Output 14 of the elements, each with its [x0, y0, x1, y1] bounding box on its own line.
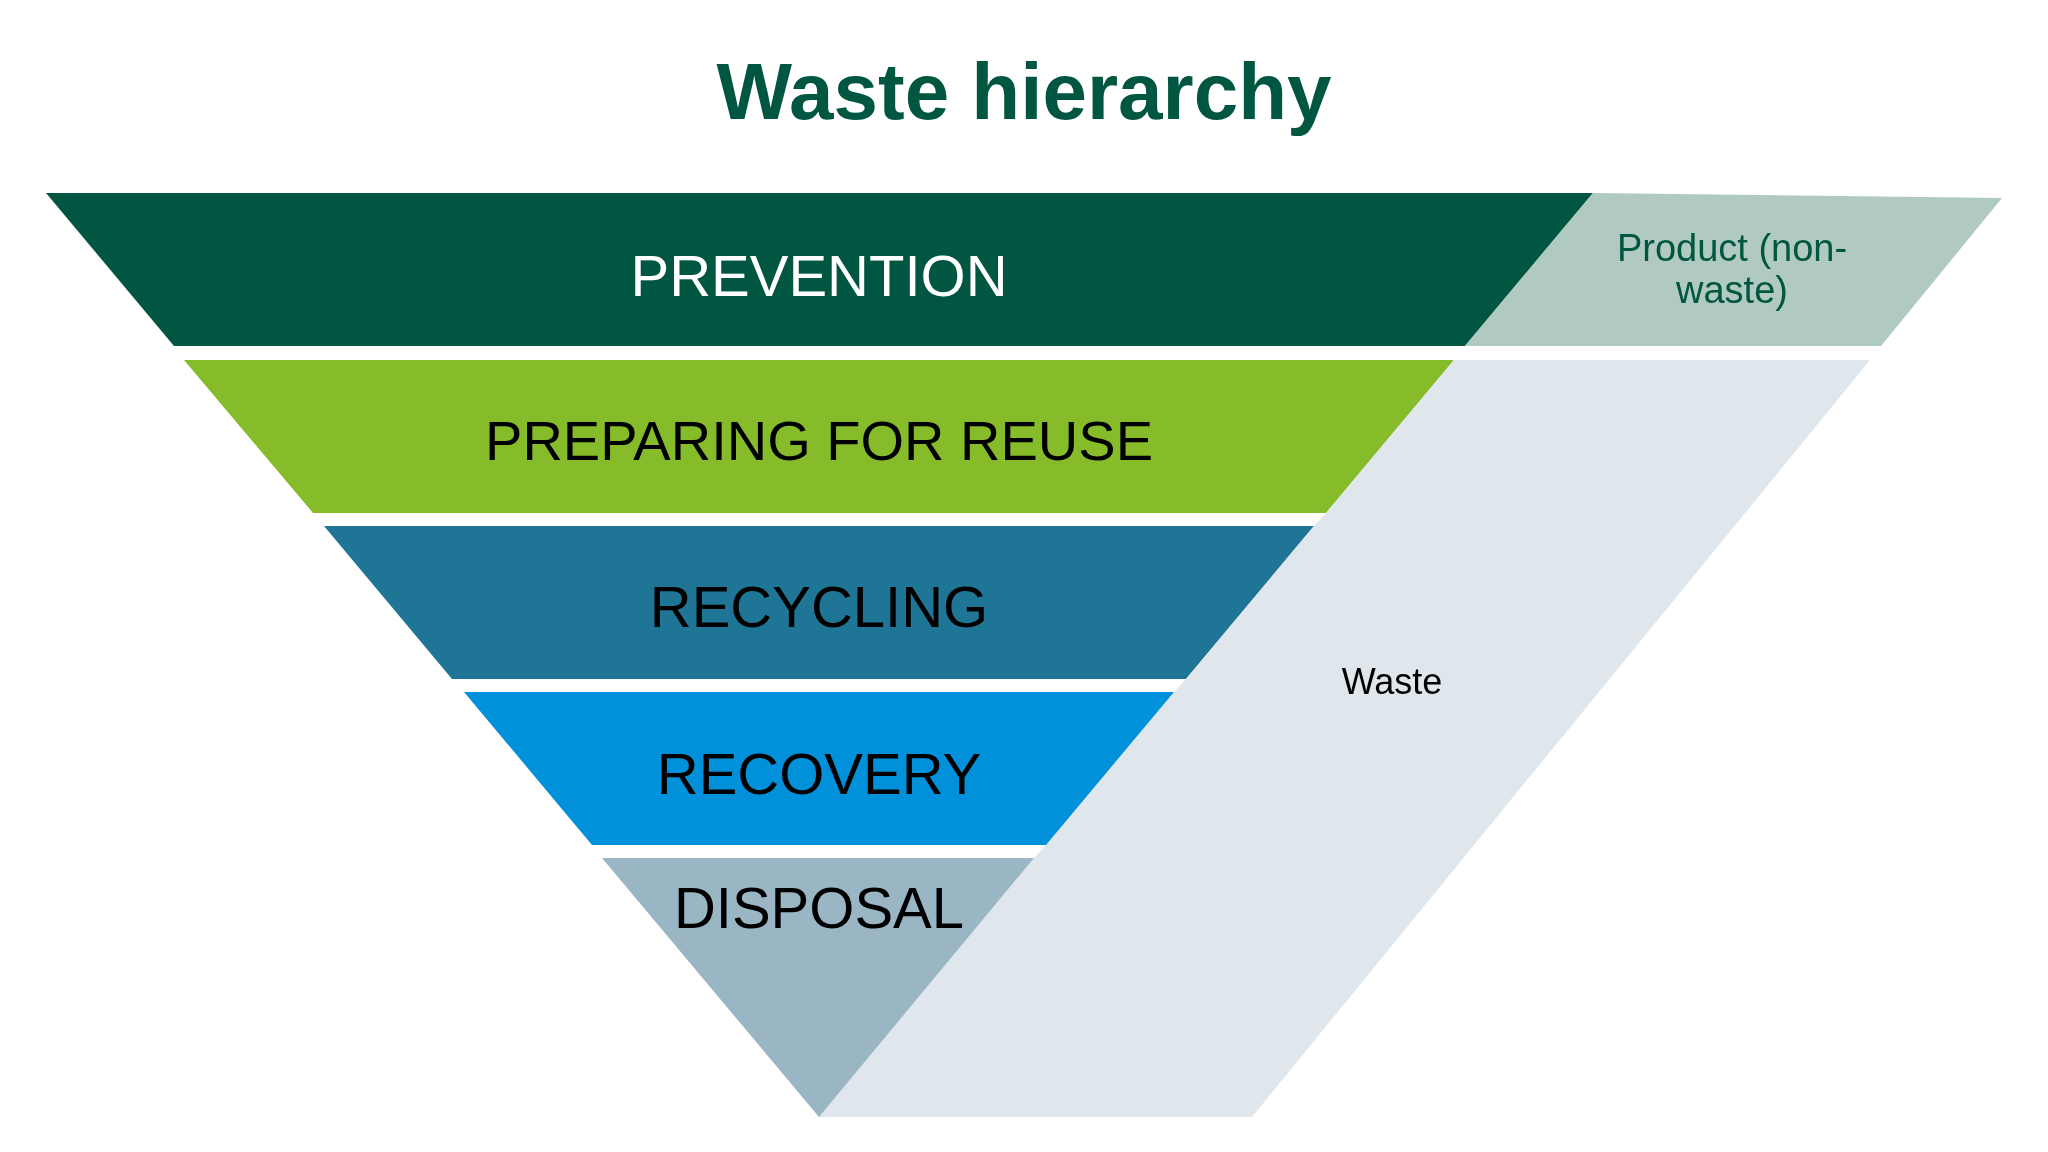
band-label: RECOVERY: [656, 742, 982, 806]
diagram-title: Waste hierarchy: [716, 46, 1332, 138]
hierarchy-band: [464, 692, 1174, 845]
product-band: [1465, 193, 2002, 346]
hierarchy-band: [46, 193, 1593, 346]
band-label: PREPARING FOR REUSE: [485, 410, 1153, 472]
hierarchy-band: [324, 526, 1314, 679]
band-label: DISPOSAL: [673, 876, 965, 940]
band-label: PREVENTION: [630, 244, 1008, 308]
band-label: Waste: [1341, 662, 1443, 702]
hierarchy-band: [184, 360, 1454, 513]
band-label: RECYCLING: [649, 575, 989, 639]
band-label: Product (non-waste): [1615, 228, 1849, 312]
hierarchy-band: [602, 858, 1034, 1117]
